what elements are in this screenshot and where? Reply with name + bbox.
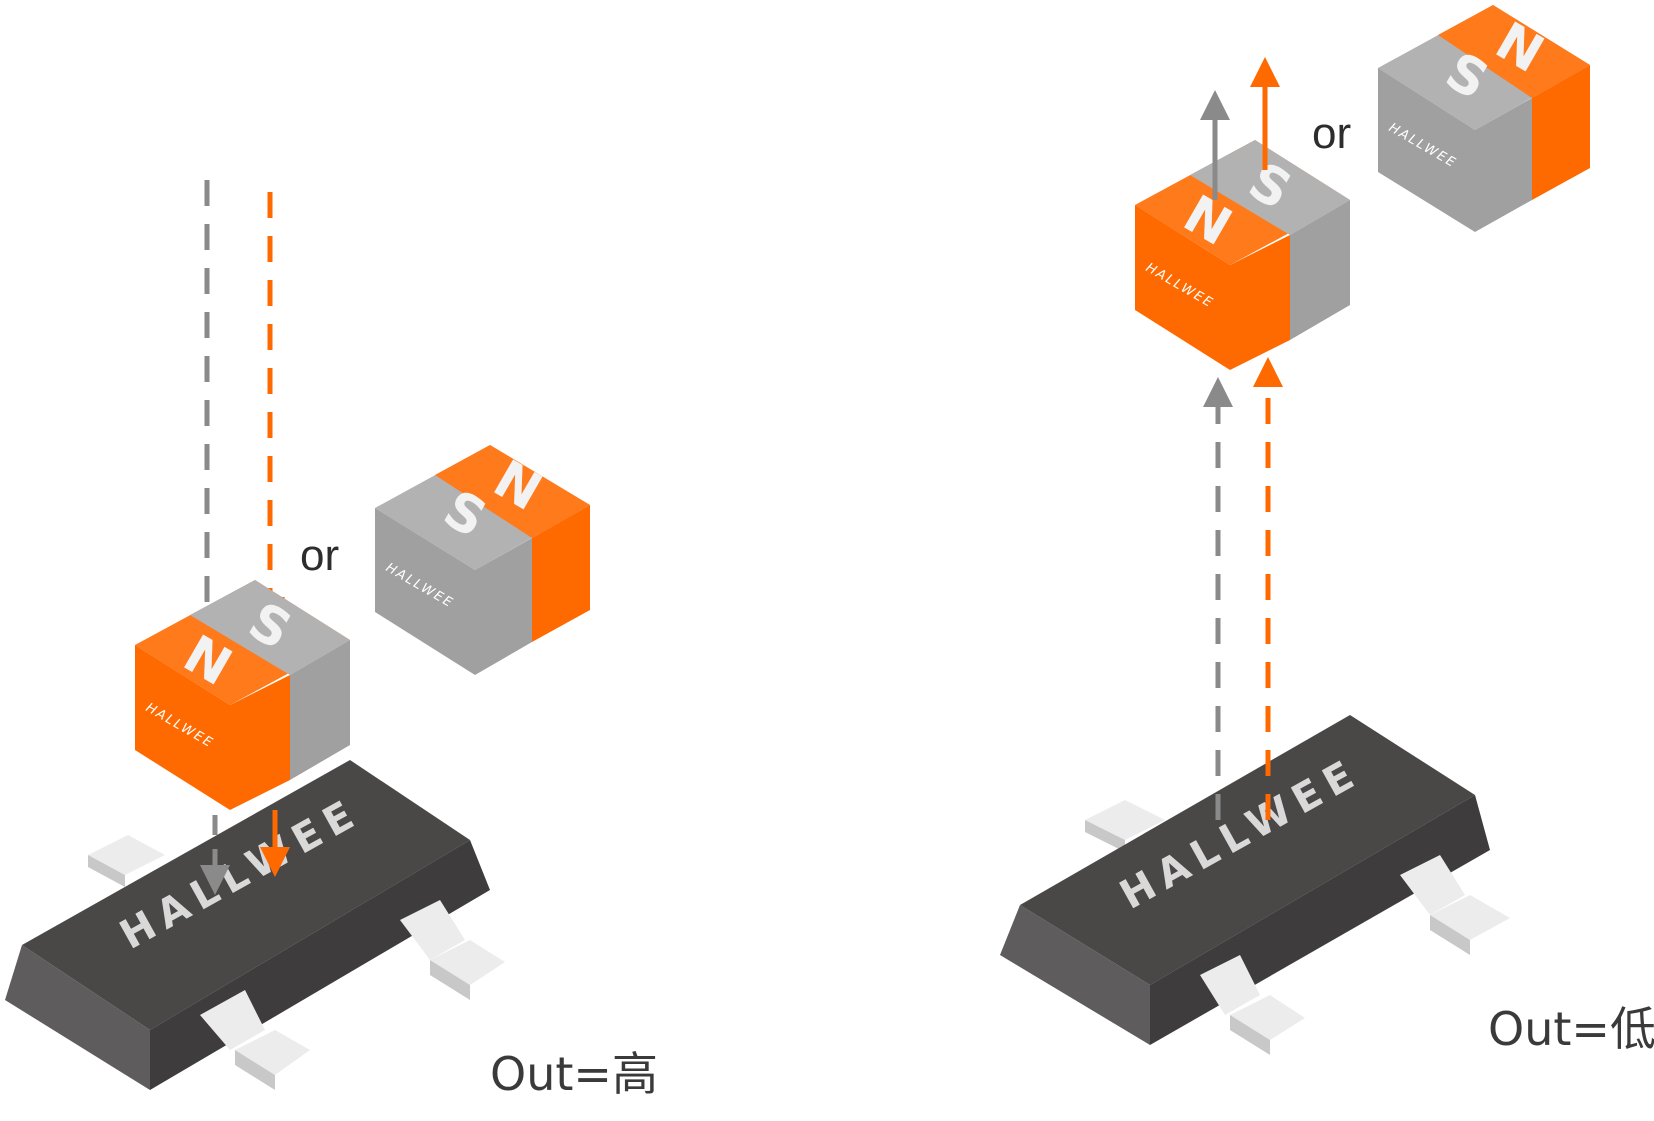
magnet-cube-right: N S HALLWEE bbox=[1135, 140, 1350, 370]
magnet-cube-left: N S HALLWEE bbox=[135, 580, 350, 810]
right-panel: HALLWEE N S HALLWEE or S N bbox=[1000, 5, 1654, 1056]
output-high-label: Out=高 bbox=[490, 1047, 658, 1101]
hall-sensor-chip-left: HALLWEE bbox=[5, 760, 505, 1090]
or-label-right: or bbox=[1312, 109, 1351, 158]
hall-sensor-chip-right: HALLWEE bbox=[1000, 715, 1510, 1055]
magnet-cube-right-alt: S N HALLWEE bbox=[1378, 5, 1590, 232]
left-panel: HALLWEE N S HALLWEE or S N bbox=[5, 180, 658, 1101]
magnet-cube-left-alt: S N HALLWEE bbox=[375, 445, 590, 675]
or-label-left: or bbox=[300, 531, 339, 580]
output-low-label: Out=低 bbox=[1488, 1002, 1654, 1056]
